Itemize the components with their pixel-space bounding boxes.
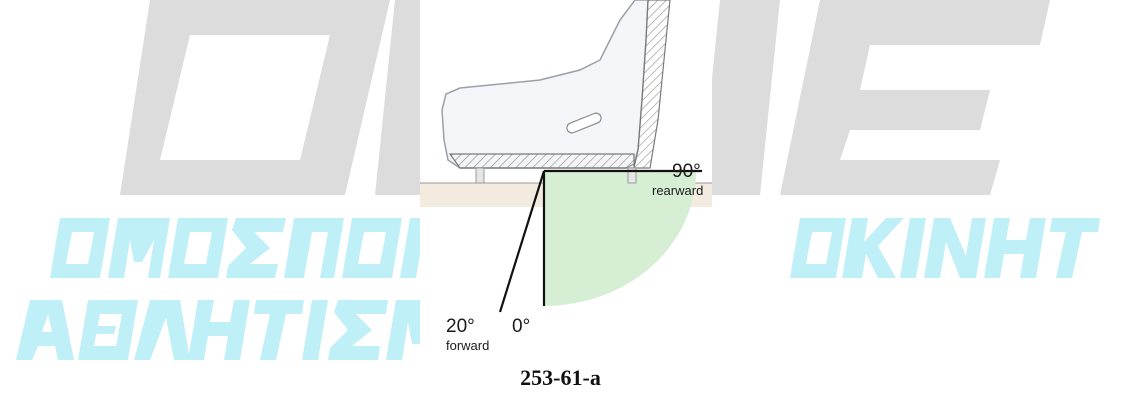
seat-angle-diagram	[420, 0, 712, 313]
angle-label-0: 0°	[512, 316, 531, 337]
angle-label-90: 90°	[672, 161, 701, 182]
seat-slot	[566, 112, 602, 134]
seat-shell	[441, 0, 671, 184]
angle-zone	[544, 171, 696, 306]
diagram-panel: 90° rearward 20° forward 0°	[420, 0, 712, 360]
angle-label-20: 20°	[446, 316, 475, 337]
direction-label-forward: forward	[446, 338, 490, 353]
seat-mount-left	[475, 167, 485, 184]
seat-mount-right	[627, 167, 637, 184]
figure-caption: 253-61-a	[520, 365, 601, 390]
direction-label-rearward: rearward	[652, 183, 704, 198]
line-forward-20	[498, 170, 546, 313]
